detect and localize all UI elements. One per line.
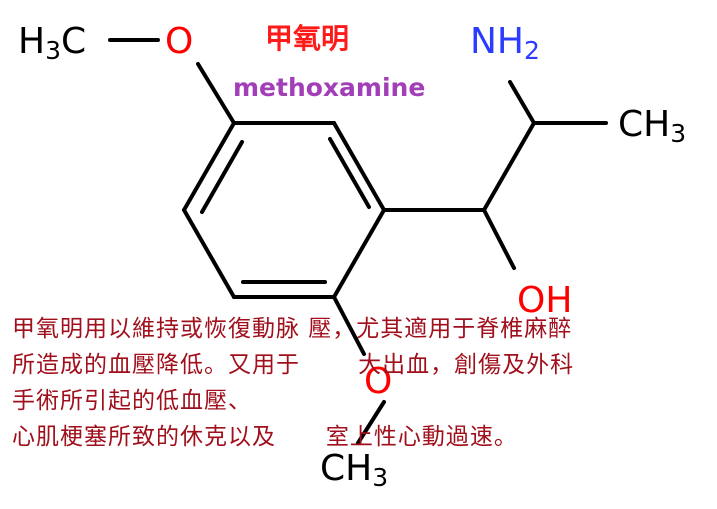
bond-o-ring-top	[196, 62, 236, 125]
description-line-4: 心肌梗塞所致的休克以及 室上性心動過速。	[12, 424, 518, 450]
bond-ring-inner-3	[200, 140, 244, 214]
bond-ring-6	[182, 121, 236, 212]
description-line-1: 甲氧明用以維持或恢復動脉 壓，尤其適用于脊椎麻醉	[12, 316, 573, 342]
bond-chain-amine	[508, 80, 536, 125]
bond-lines	[108, 38, 608, 445]
bond-ring-inner-1	[328, 137, 371, 209]
atom-amine-nitrogen: NH2	[470, 21, 540, 65]
bond-ring-3	[332, 208, 386, 299]
compound-name-chinese: 甲氧明	[265, 22, 349, 55]
atom-methoxy-bottom-carbon: CH3	[320, 448, 388, 492]
bond-ring-2	[332, 121, 386, 212]
description-line-2: 所造成的血壓降低。又用于 大出血，創傷及外科	[12, 352, 575, 378]
bond-ring-o-bottom	[332, 295, 366, 356]
atom-hydroxyl: OH	[517, 280, 572, 321]
bond-chain-up	[482, 121, 536, 212]
description-line-3: 手術所引起的低血壓、	[12, 388, 252, 414]
bond-chain-hydroxyl	[482, 208, 516, 270]
atom-methoxy-bottom-oxygen: O	[364, 361, 392, 402]
atom-methyl-carbon: CH3	[618, 104, 686, 148]
atom-methoxy-top-carbon: H3C	[18, 21, 86, 65]
atom-methoxy-top-oxygen: O	[165, 21, 193, 62]
bond-o-ch3-bottom	[356, 400, 386, 445]
compound-name-english: methoxamine	[233, 73, 425, 102]
bond-ring-5	[182, 208, 236, 299]
